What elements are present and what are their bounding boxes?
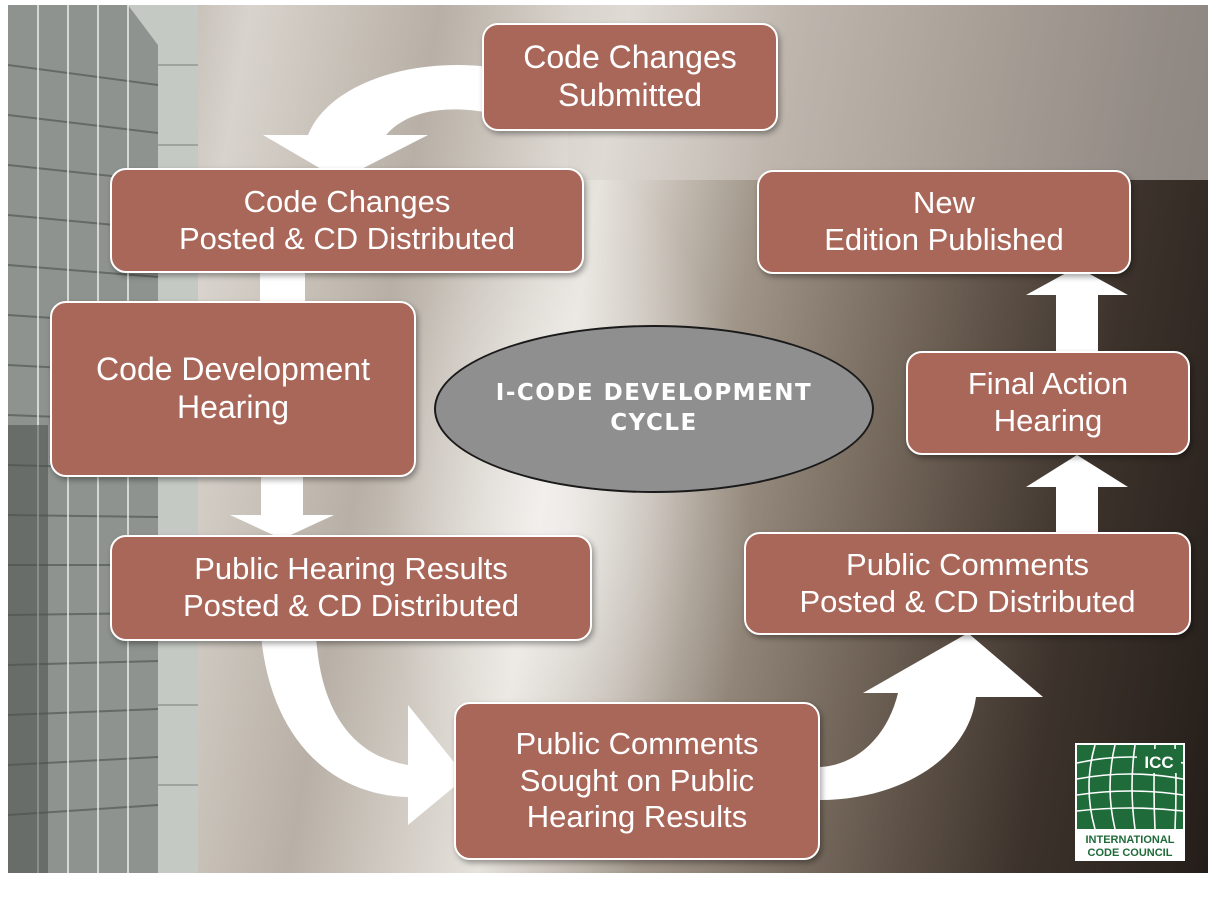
step-label: Public Comments Posted & CD Distributed <box>799 546 1136 619</box>
logo-name-line1: INTERNATIONAL <box>1085 834 1174 846</box>
step-label: Code Changes Submitted <box>523 39 737 113</box>
step-label: New Edition Published <box>824 185 1064 257</box>
step-new-edition-published: New Edition Published <box>757 170 1131 274</box>
step-label: Final Action Hearing <box>967 366 1129 438</box>
step-code-changes-submitted: Code Changes Submitted <box>482 23 778 131</box>
logo-abbr: ICC <box>1144 753 1173 772</box>
step-label: Public Hearing Results Posted & CD Distr… <box>183 551 519 623</box>
up-arrow-icon <box>1026 455 1128 535</box>
down-arrow-icon <box>230 471 334 539</box>
cycle-title: I-CODE DEVELOPMENT CYCLE <box>495 380 813 436</box>
up-arrow-icon <box>1026 267 1128 353</box>
logo-name-line2: CODE COUNCIL <box>1088 847 1173 859</box>
curved-arrow-icon <box>263 64 490 180</box>
icc-logo: ICC INTERNATIONAL CODE COUNCIL <box>1075 743 1185 861</box>
curved-arrow-icon <box>261 635 466 825</box>
step-label: Code Changes Posted & CD Distributed <box>179 183 515 256</box>
step-label: Public Comments Sought on Public Hearing… <box>515 726 759 835</box>
step-public-comments-posted: Public Comments Posted & CD Distributed <box>744 532 1191 635</box>
step-code-changes-posted: Code Changes Posted & CD Distributed <box>110 168 584 273</box>
cycle-title-ellipse: I-CODE DEVELOPMENT CYCLE <box>434 325 874 493</box>
step-public-hearing-results: Public Hearing Results Posted & CD Distr… <box>110 535 592 641</box>
step-label: Code Development Hearing <box>96 351 370 425</box>
step-final-action-hearing: Final Action Hearing <box>906 351 1190 455</box>
step-public-comments-sought: Public Comments Sought on Public Hearing… <box>454 702 820 860</box>
curved-arrow-icon <box>820 633 1043 800</box>
step-code-development-hearing: Code Development Hearing <box>50 301 416 477</box>
globe-grid-icon <box>1076 744 1184 830</box>
slide-background: I-CODE DEVELOPMENT CYCLE Code Changes Su… <box>8 5 1208 873</box>
